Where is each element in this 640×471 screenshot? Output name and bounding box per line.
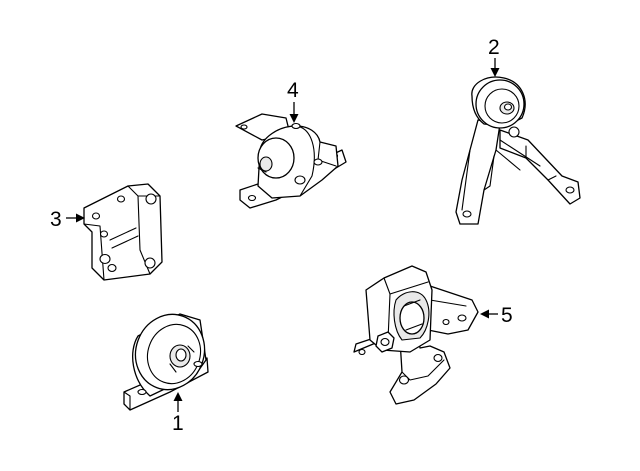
callout-4: 4 (287, 79, 299, 123)
part-1-mount (123, 313, 209, 411)
part-3-mount (83, 183, 163, 281)
part-4-mount (235, 113, 347, 209)
callout-5: 5 (480, 304, 513, 327)
callout-2: 2 (488, 36, 500, 77)
callout-4-label: 4 (287, 79, 299, 102)
callout-1: 1 (172, 392, 184, 435)
callout-3: 3 (50, 208, 85, 231)
callout-3-label: 3 (50, 208, 62, 231)
part-5-mount (353, 265, 479, 405)
callout-2-label: 2 (488, 36, 500, 59)
part-2-mount (455, 76, 581, 225)
callout-5-label: 5 (501, 304, 513, 327)
callout-1-label: 1 (172, 412, 184, 435)
